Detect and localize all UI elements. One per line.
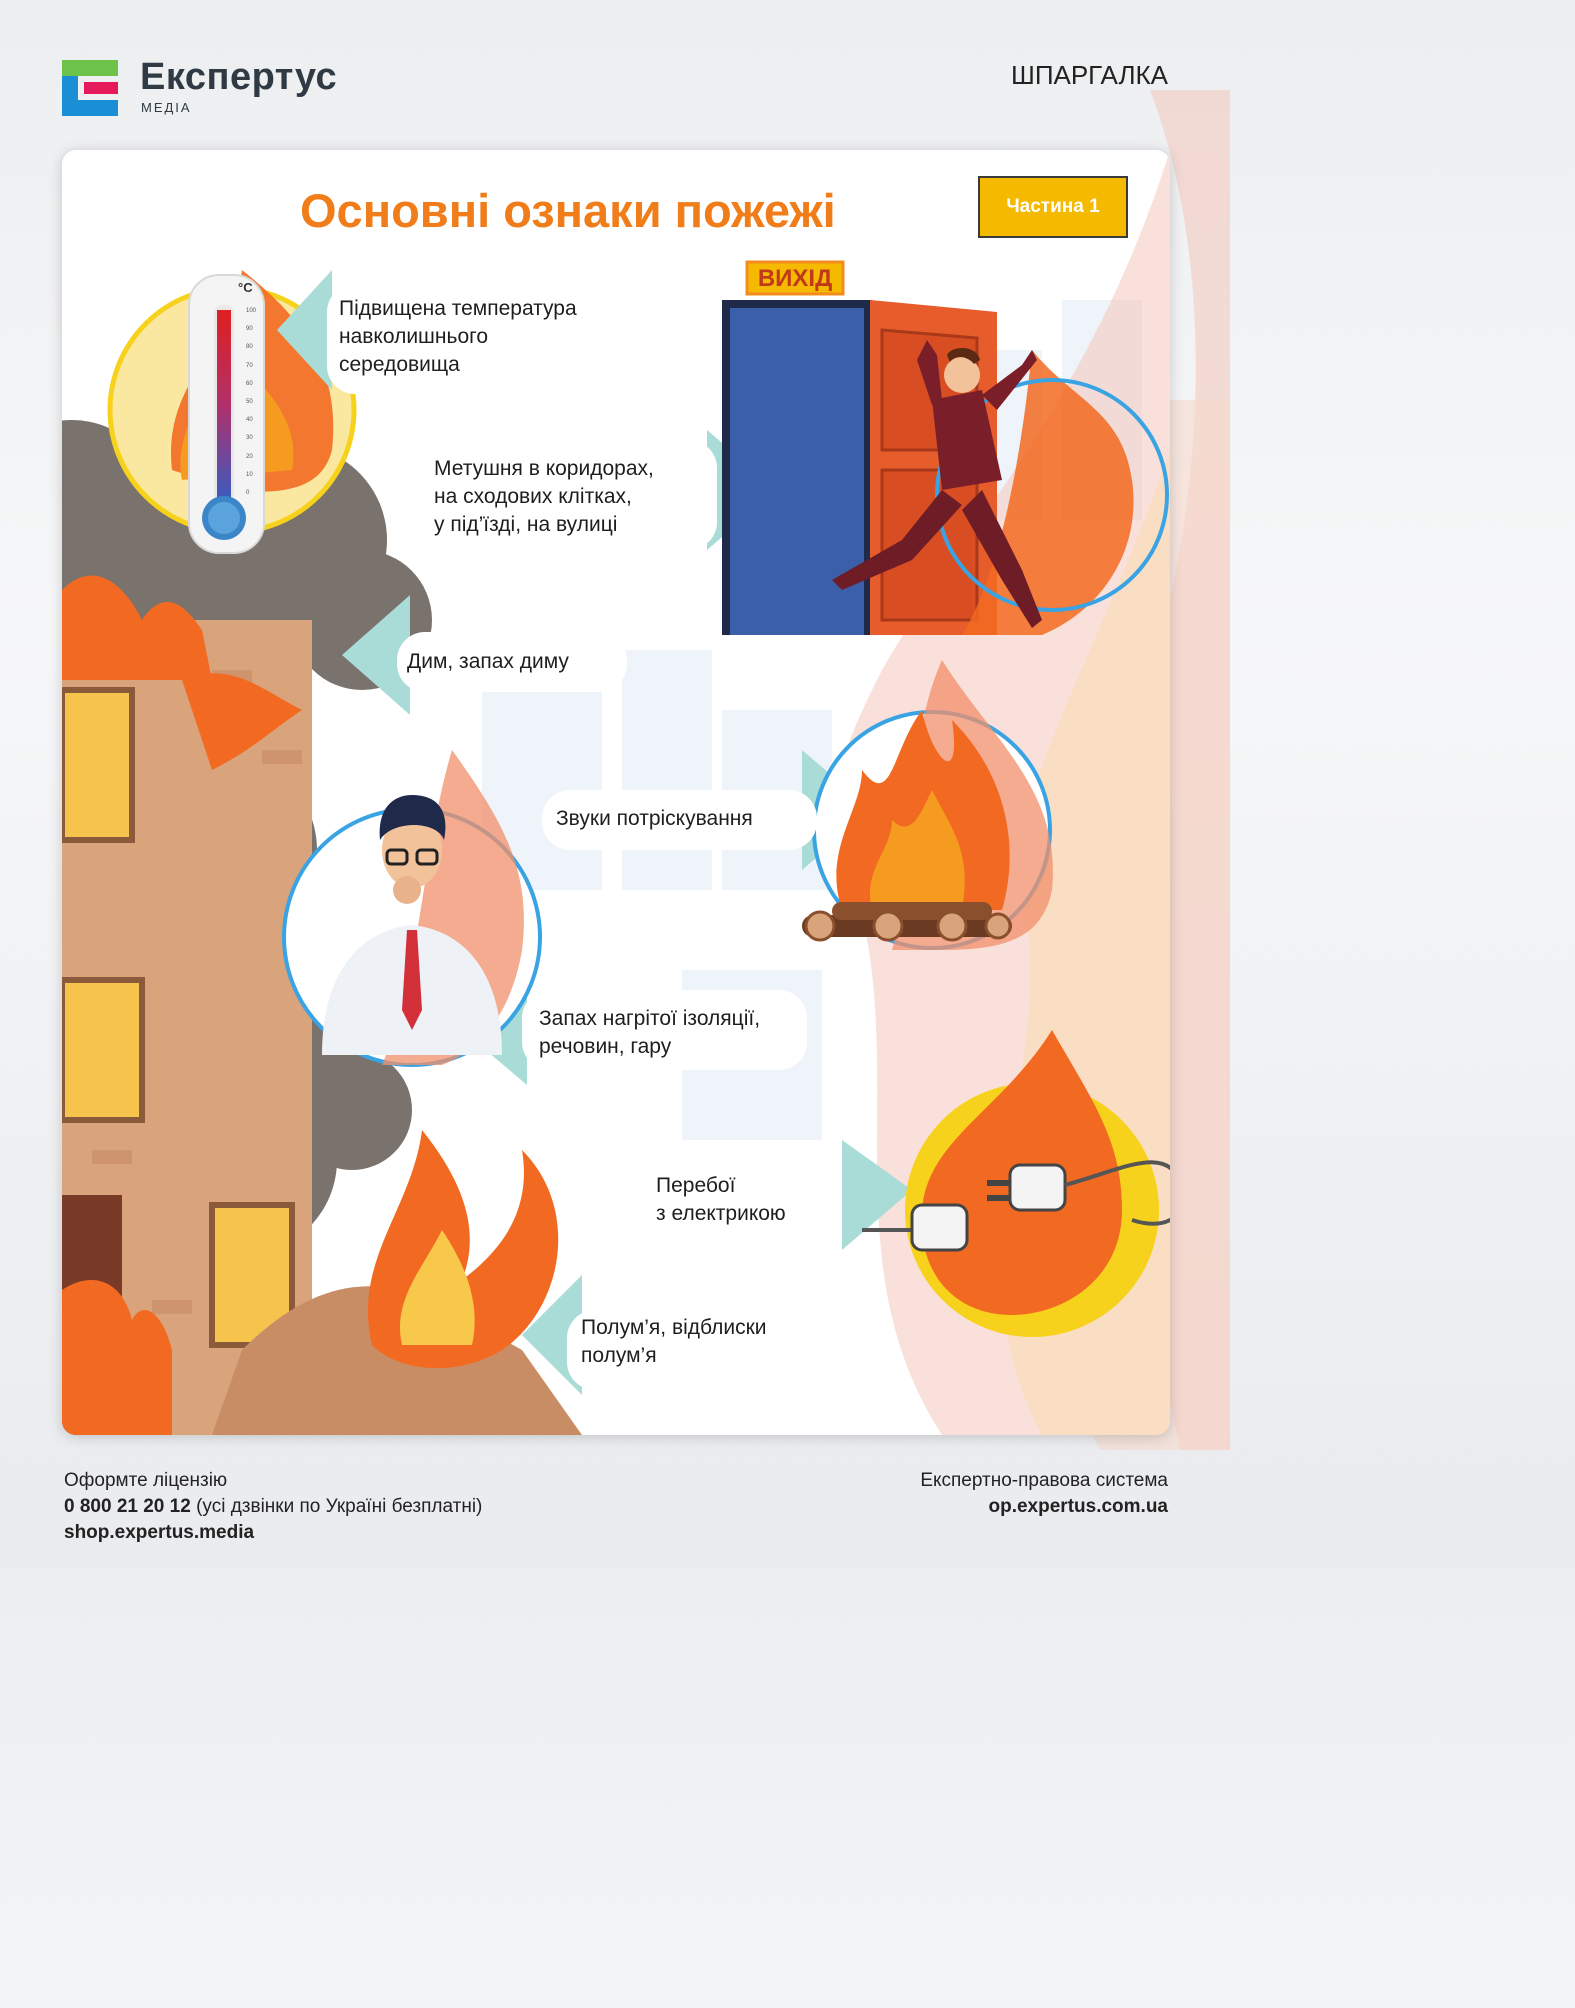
page-title: Основні ознаки пожежі xyxy=(300,184,836,237)
sign-line: середовища xyxy=(339,353,460,376)
sign-line: Полум’я, відблиски xyxy=(581,1316,767,1339)
thermometer-tick-label: 10 xyxy=(246,471,253,478)
sign-bustle: Метушня в коридорах, на сходових клітках… xyxy=(434,455,654,539)
thermometer-tick-label: 30 xyxy=(246,435,253,442)
footer-phone[interactable]: 0 800 21 20 12 xyxy=(64,1496,191,1517)
sign-line: Дим, запах диму xyxy=(407,650,569,673)
fire-icon xyxy=(367,1130,559,1369)
sign-pill-flames xyxy=(567,1310,817,1390)
fire-icon xyxy=(62,575,302,1435)
thermometer-icon xyxy=(188,274,265,554)
sign-line: на сходових клітках, xyxy=(434,485,632,508)
running-man-icon xyxy=(832,340,1042,628)
burning-building-icon xyxy=(62,620,582,1435)
thermometer-tick-label: 60 xyxy=(246,380,253,387)
document-type: ШПАРГАЛКА xyxy=(1010,60,1168,90)
thermometer-tick-label: 70 xyxy=(246,362,253,369)
sign-electric: Перебої з електрикою xyxy=(656,1172,786,1228)
sign-line: Звуки потріскування xyxy=(556,807,753,830)
footer-license: Оформте ліцензію 0 800 21 20 12 (усі дзв… xyxy=(64,1468,482,1546)
sign-line: навколишнього xyxy=(339,325,488,348)
sign-pill-temperature xyxy=(327,284,627,394)
sign-pill-smoke xyxy=(397,632,627,692)
sign-temperature: Підвищена температура навколишнього сере… xyxy=(339,295,577,379)
sign-line: Запах нагрітої ізоляції, xyxy=(539,1007,761,1030)
exit-sign-text: ВИХІД xyxy=(758,265,832,292)
card-illustrations: ВИХІД xyxy=(62,150,1170,1435)
sign-smoke: Дим, запах диму xyxy=(407,648,569,676)
thermometer-tick-label: 80 xyxy=(246,344,253,351)
footer-phone-note: (усі дзвінки по Україні безплатні) xyxy=(190,1496,483,1517)
footer-license-text: Оформте ліцензію xyxy=(64,1470,228,1491)
brand-name: Експертус xyxy=(140,56,338,98)
footer-phone-line: 0 800 21 20 12 (усі дзвінки по Україні б… xyxy=(64,1494,482,1520)
sign-line: полум’я xyxy=(581,1344,657,1367)
sign-flames: Полум’я, відблиски полум’я xyxy=(581,1314,767,1370)
thermometer-tick-label: 20 xyxy=(246,453,253,460)
sign-line: Метушня в коридорах, xyxy=(434,457,654,480)
thermometer-tick-label: 50 xyxy=(246,399,253,406)
infographic-card: ВИХІД xyxy=(62,150,1170,1435)
sign-crackling: Звуки потріскування xyxy=(556,805,753,833)
footer-system: Експертно-правова система op.expertus.co… xyxy=(920,1468,1168,1520)
sign-pill-electric xyxy=(642,1162,842,1242)
sign-line: Перебої xyxy=(656,1174,736,1197)
sign-line: з електрикою xyxy=(656,1202,786,1225)
thermometer-tick-label: 100 xyxy=(246,308,257,314)
thermometer-tick-label: 40 xyxy=(246,417,253,424)
footer-system-text: Експертно-правова система xyxy=(920,1470,1168,1491)
sign-line: Підвищена температура xyxy=(339,297,577,320)
bonfire-icon xyxy=(802,710,1012,942)
plug-icon xyxy=(862,1160,1170,1252)
thermometer-tick-label: 90 xyxy=(246,326,253,333)
brand-subtitle: МЕДІА xyxy=(141,100,192,115)
footer-system-link[interactable]: op.expertus.com.ua xyxy=(988,1496,1169,1517)
part-badge: Частина 1 xyxy=(978,176,1128,238)
sign-line: у під’їзді, на вулиці xyxy=(434,513,618,536)
sign-pill-insulation xyxy=(522,990,807,1070)
sign-pill-bustle xyxy=(417,440,717,550)
thermometer-unit: °C xyxy=(238,280,253,295)
footer-shop-link[interactable]: shop.expertus.media xyxy=(64,1522,255,1543)
expertus-logo-icon[interactable] xyxy=(62,60,118,116)
sign-line: речовин, гару xyxy=(539,1035,672,1058)
sign-pill-crackling xyxy=(542,790,817,850)
sign-insulation: Запах нагрітої ізоляції, речовин, гару xyxy=(539,1005,760,1061)
thermometer-tick-label: 0 xyxy=(246,490,250,497)
coughing-man-icon xyxy=(322,795,502,1055)
